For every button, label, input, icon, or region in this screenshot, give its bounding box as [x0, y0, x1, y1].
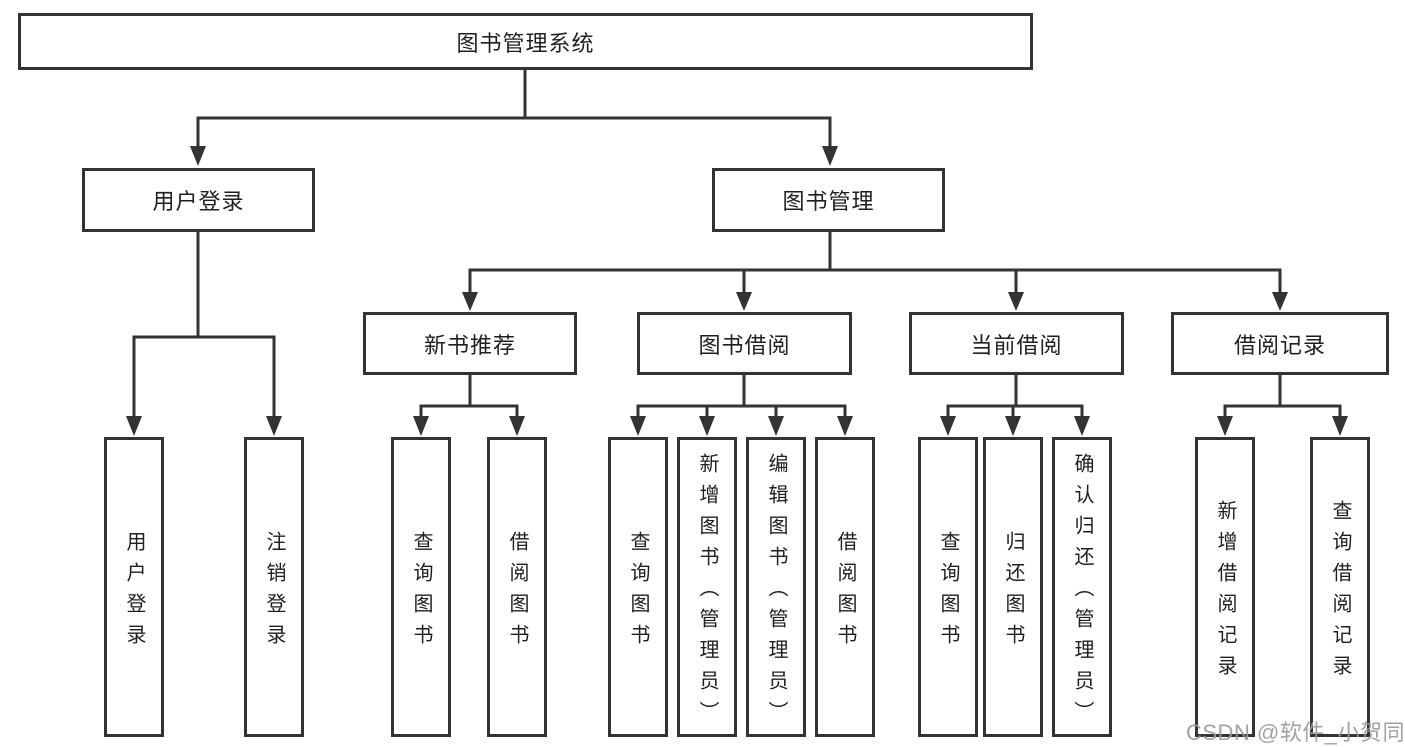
leaf-return-book-label: 归还图书: [1002, 530, 1024, 655]
leaf-query-book-2: 查询图书: [608, 437, 668, 737]
leaf-edit-book-admin: 编辑图书（管理员）: [746, 437, 806, 737]
node-book-borrow-label: 图书借阅: [698, 332, 791, 358]
leaf-add-borrow-record-label: 新增借阅记录: [1214, 499, 1236, 686]
csdn-watermark: CSDN @软件_小贺同学: [1186, 720, 1405, 745]
leaf-add-book-admin-label: 新增图书（管理员）: [696, 453, 718, 732]
node-user-login-label: 用户登录: [152, 189, 245, 214]
node-borrow-records: 借阅记录: [1171, 312, 1389, 375]
node-root-label: 图书管理系统: [456, 30, 595, 56]
leaf-add-borrow-record: 新增借阅记录: [1195, 437, 1255, 737]
leaf-query-book-1-label: 查询图书: [410, 530, 432, 655]
node-borrow-records-label: 借阅记录: [1233, 332, 1326, 358]
node-new-book-recommend-label: 新书推荐: [423, 332, 516, 358]
leaf-borrow-book-2: 借阅图书: [815, 437, 875, 737]
leaf-add-book-admin: 新增图书（管理员）: [677, 437, 737, 737]
leaf-query-borrow-record-label: 查询借阅记录: [1329, 499, 1351, 686]
leaf-user-login: 用户登录: [104, 437, 164, 737]
leaf-logout-label: 注销登录: [263, 530, 285, 655]
leaf-query-borrow-record: 查询借阅记录: [1310, 437, 1370, 737]
node-book-management: 图书管理: [712, 168, 945, 232]
leaf-query-book-3-label: 查询图书: [937, 530, 959, 655]
node-root: 图书管理系统: [18, 13, 1033, 70]
node-current-borrow-label: 当前借阅: [970, 332, 1063, 358]
leaf-borrow-book-1-label: 借阅图书: [506, 530, 528, 655]
leaf-user-login-label: 用户登录: [123, 530, 145, 655]
node-new-book-recommend: 新书推荐: [363, 312, 577, 375]
node-book-borrow: 图书借阅: [637, 312, 852, 375]
leaf-edit-book-admin-label: 编辑图书（管理员）: [765, 453, 787, 732]
leaf-logout: 注销登录: [244, 437, 304, 737]
leaf-query-book-2-label: 查询图书: [627, 530, 649, 655]
node-current-borrow: 当前借阅: [909, 312, 1124, 375]
leaf-confirm-return-admin: 确认归还（管理员）: [1052, 437, 1112, 737]
node-book-management-label: 图书管理: [782, 189, 875, 214]
leaf-borrow-book-2-label: 借阅图书: [834, 530, 856, 655]
leaf-confirm-return-admin-label: 确认归还（管理员）: [1071, 453, 1093, 732]
node-user-login: 用户登录: [82, 168, 315, 232]
leaf-query-book-3: 查询图书: [918, 437, 978, 737]
leaf-query-book-1: 查询图书: [391, 437, 451, 737]
leaf-borrow-book-1: 借阅图书: [487, 437, 547, 737]
leaf-return-book: 归还图书: [983, 437, 1043, 737]
